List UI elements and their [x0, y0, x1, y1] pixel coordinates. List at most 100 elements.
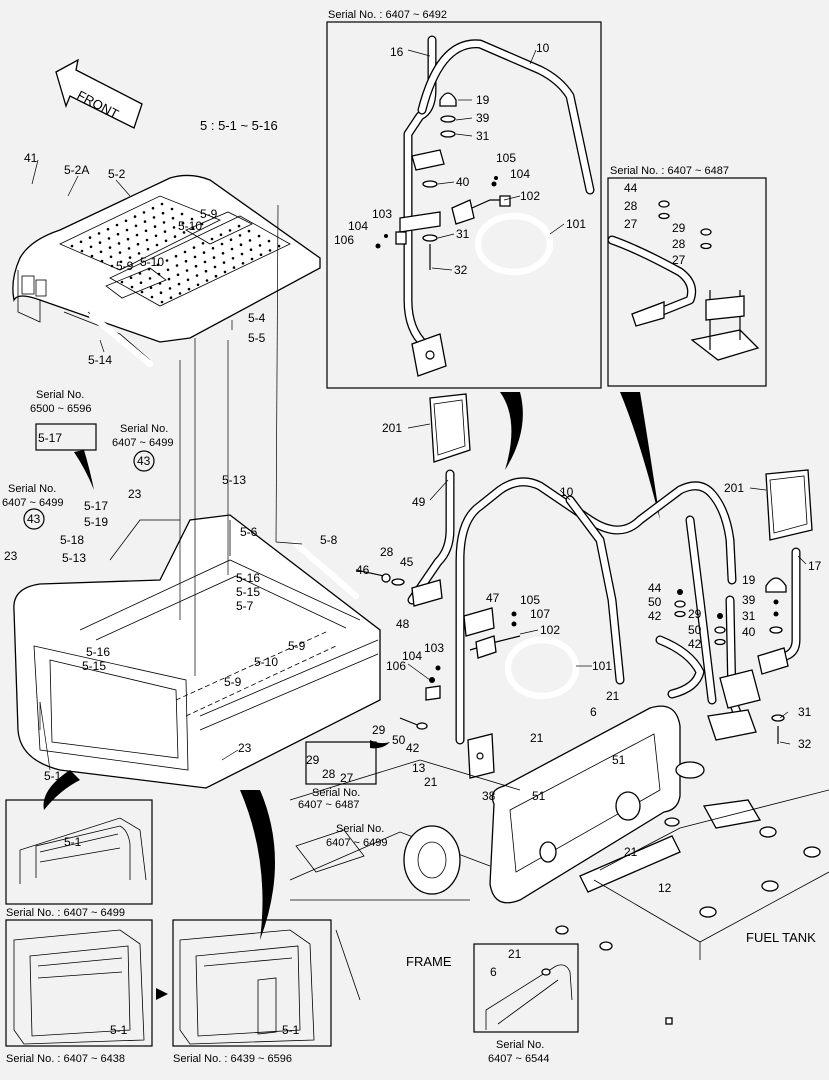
black-pointers: [43, 392, 660, 940]
serial-a-l2: 6407 ~ 6499: [112, 437, 173, 449]
circled-refs: 43 43: [23, 450, 155, 530]
serial-inset-br-l2: 6407 ~ 6544: [488, 1053, 549, 1065]
label-27b: 27: [624, 217, 638, 231]
label-5-9b: 5-9: [116, 259, 134, 273]
serial-b-l2: 6407 ~ 6499: [2, 497, 63, 509]
label-5-18: 5-18: [60, 533, 84, 547]
cab-frame: [13, 514, 381, 789]
label-32b: 32: [798, 737, 812, 751]
label-5-2A: 5-2A: [64, 163, 89, 177]
label-5-10c: 5-10: [254, 655, 278, 669]
label-21d: 21: [624, 845, 638, 859]
label-38: 38: [482, 789, 496, 803]
serial-6500-l2: 6500 ~ 6596: [30, 403, 91, 415]
serial-labels: Serial No. : 6407 ~ 6492 Serial No. : 64…: [2, 9, 729, 1065]
label-103b: 103: [372, 207, 392, 221]
label-31b: 31: [456, 227, 470, 241]
label-40a: 40: [456, 175, 470, 189]
label-5-17a: 5-17: [38, 431, 62, 445]
label-106a: 106: [386, 659, 406, 673]
serial-inset-mid: Serial No. : 6407 ~ 6499: [6, 907, 125, 919]
label-5-14: 5-14: [88, 353, 112, 367]
label-32a: 32: [454, 263, 468, 277]
serial-right-box: Serial No. : 6407 ~ 6487: [610, 165, 729, 177]
heading-labels: 5 : 5-1 ~ 5-16 FRAME FUEL TANK: [200, 118, 816, 969]
label-6b: 6: [490, 965, 497, 979]
label-46: 46: [356, 563, 370, 577]
serial-6500-box: [35, 423, 97, 451]
guide-lines: [39, 204, 303, 730]
label-50a: 50: [392, 733, 406, 747]
serial-inset-bm: Serial No. : 6439 ~ 6596: [173, 1053, 292, 1065]
label-5-5: 5-5: [248, 331, 266, 345]
label-51b: 51: [532, 789, 546, 803]
label-5-1-bm: 5-1: [282, 1023, 300, 1037]
serial-a-l1: Serial No.: [120, 423, 168, 435]
frame-structure: [289, 759, 673, 1025]
label-21c: 21: [530, 731, 544, 745]
top-box-parts: [375, 35, 595, 377]
label-5-4: 5-4: [248, 311, 266, 325]
label-6a: 6: [590, 705, 597, 719]
label-104b: 104: [510, 167, 530, 181]
frame-label: FRAME: [406, 954, 452, 969]
inset-mid-box: [5, 799, 153, 905]
gas-strut-5-8: [292, 540, 360, 600]
label-5-15b: 5-15: [82, 659, 106, 673]
label-5-17b: 5-17: [84, 499, 108, 513]
label-102a: 102: [540, 623, 560, 637]
label-101a: 101: [592, 659, 612, 673]
label-42a: 42: [406, 741, 420, 755]
top-box: [326, 21, 602, 389]
label-5-1-bl: 5-1: [110, 1023, 128, 1037]
label-5-9a: 5-9: [200, 207, 218, 221]
inset-mid-drawing: [19, 817, 147, 884]
label-39a: 39: [476, 111, 490, 125]
circle-43-b: 43: [27, 512, 41, 526]
label-103a: 103: [424, 641, 444, 655]
label-106b: 106: [334, 233, 354, 247]
fuel-tank: [593, 761, 829, 960]
label-5-16a: 5-16: [236, 571, 260, 585]
label-29b: 29: [372, 723, 386, 737]
label-5-16b: 5-16: [86, 645, 110, 659]
serial-c-l2: 6407 ~ 6499: [326, 837, 387, 849]
serial-inset-bl: Serial No. : 6407 ~ 6438: [6, 1053, 125, 1065]
label-21e: 21: [508, 947, 522, 961]
label-5-15a: 5-15: [236, 585, 260, 599]
serial-6487-l1: Serial No.: [312, 787, 360, 799]
mirror-stay-assembly: [355, 393, 813, 829]
gas-strut-5-14: [88, 312, 154, 368]
label-50b: 50: [648, 595, 662, 609]
label-5-6: 5-6: [240, 525, 258, 539]
serial-top-box: Serial No. : 6407 ~ 6492: [328, 9, 447, 21]
label-45: 45: [400, 555, 414, 569]
label-27a: 27: [340, 771, 354, 785]
fuel-tank-label: FUEL TANK: [746, 930, 816, 945]
label-19b: 19: [742, 573, 756, 587]
right-box: [607, 177, 767, 387]
label-28a: 28: [380, 545, 394, 559]
inset-bl-drawing: [13, 929, 145, 1045]
serial-b-l1: Serial No.: [8, 483, 56, 495]
label-5-10b: 5-10: [140, 255, 164, 269]
label-5-2: 5-2: [108, 167, 126, 181]
serial-c-l1: Serial No.: [336, 823, 384, 835]
right-box-parts: [607, 200, 760, 361]
label-5-1: 5-1: [44, 769, 62, 783]
label-12: 12: [658, 881, 672, 895]
label-39b: 39: [742, 593, 756, 607]
label-42c: 42: [688, 637, 702, 651]
label-44a: 44: [624, 181, 638, 195]
serial-6500-l1: Serial No.: [36, 389, 84, 401]
roof-perforation: [70, 202, 281, 304]
roof-panel: [12, 174, 321, 367]
label-48: 48: [396, 617, 410, 631]
label-23b: 23: [4, 549, 18, 563]
label-5-10a: 5-10: [178, 219, 202, 233]
label-5-9c: 5-9: [288, 639, 306, 653]
label-10b: 10: [560, 485, 574, 499]
label-29d: 29: [688, 607, 702, 621]
label-47: 47: [486, 591, 500, 605]
